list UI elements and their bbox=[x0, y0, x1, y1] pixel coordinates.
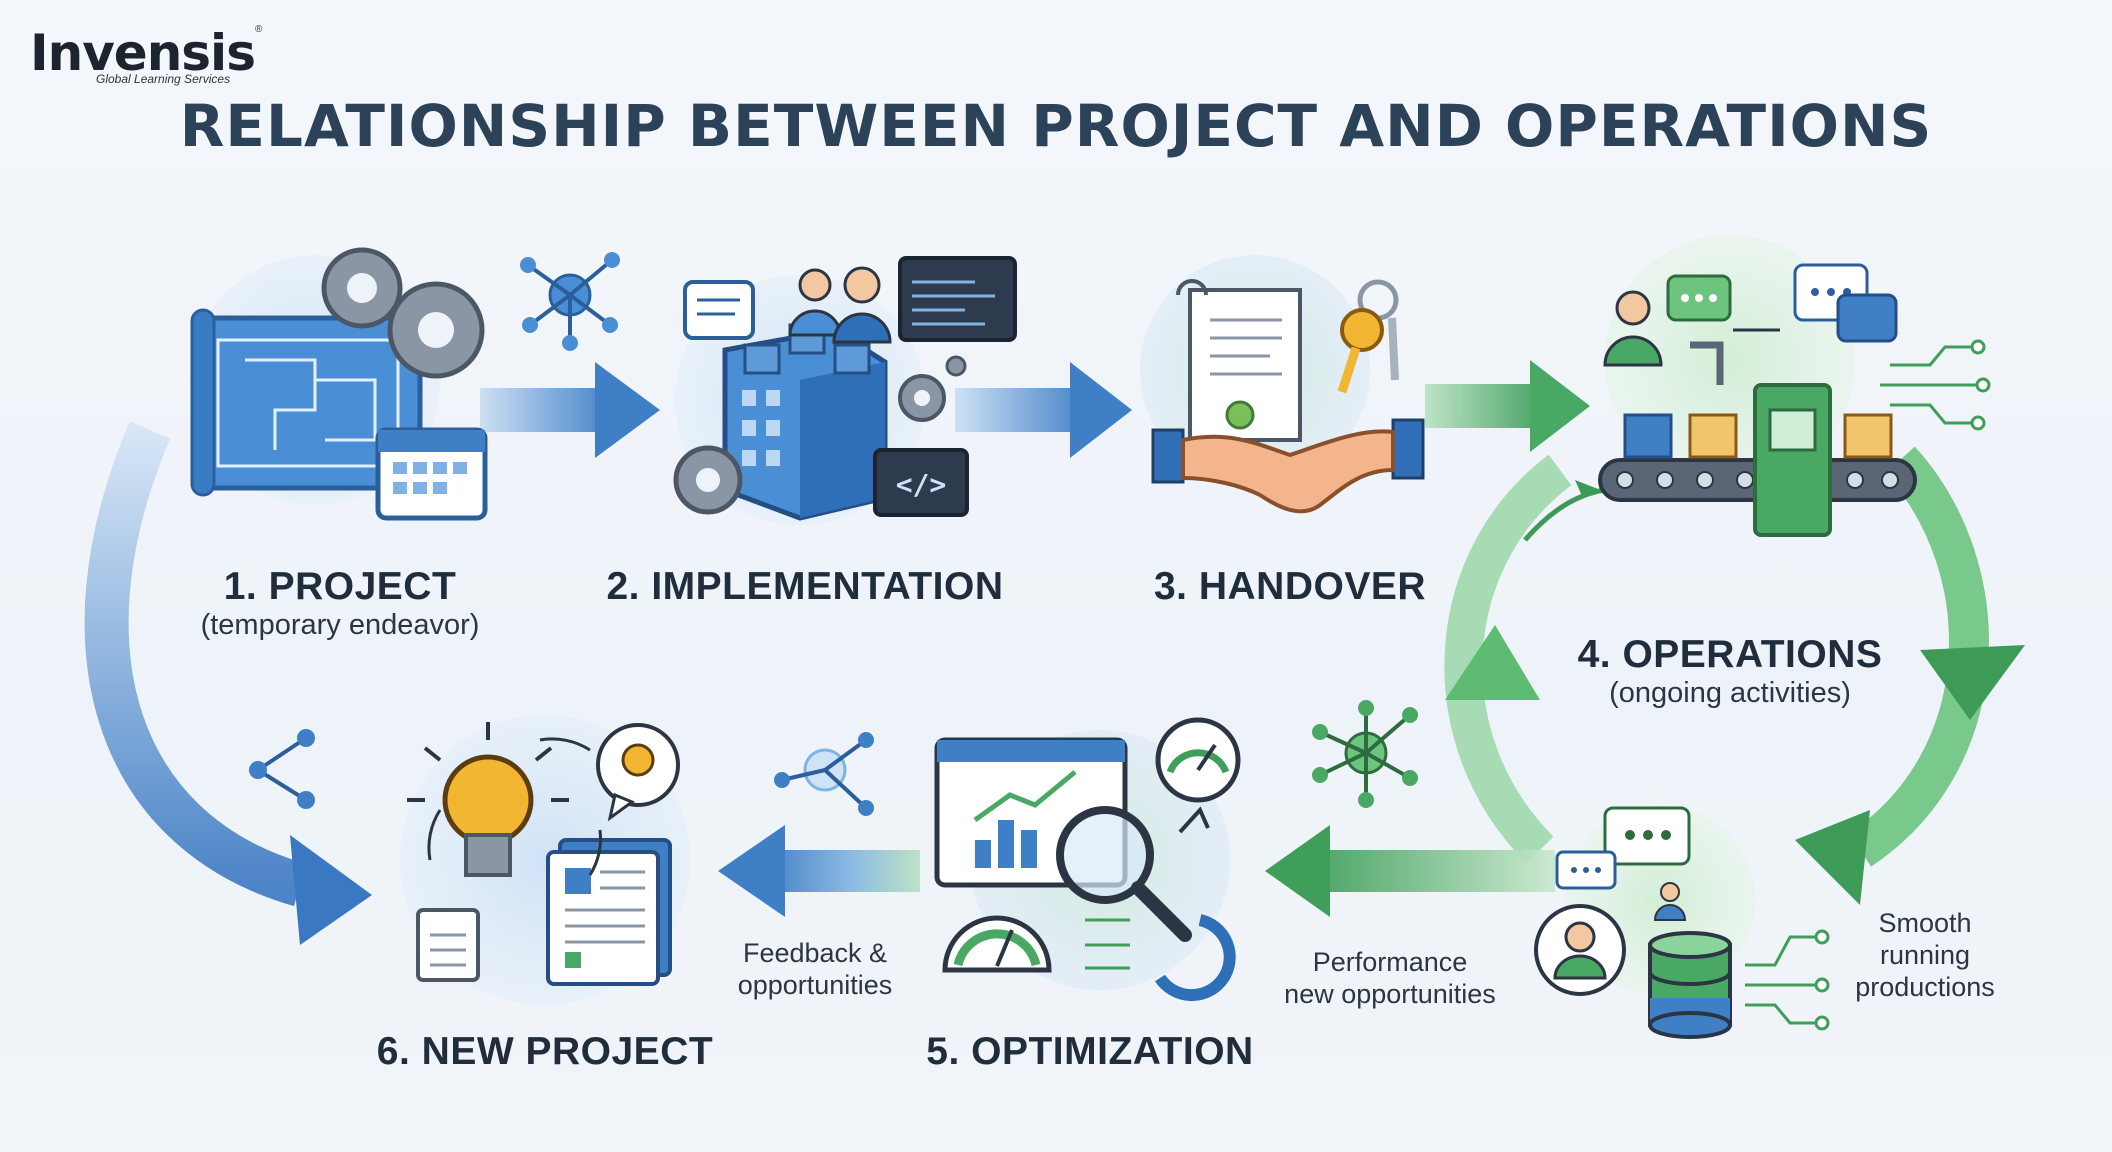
lightbulb-icon bbox=[407, 722, 569, 877]
handshake-icon bbox=[1151, 418, 1425, 514]
document-icon bbox=[1176, 279, 1302, 442]
feedback-note-line-1: Feedback & bbox=[742, 938, 888, 968]
database-icon bbox=[1648, 931, 1732, 1039]
performance-note: Performance new opportunities bbox=[1250, 946, 1530, 1010]
logo-tagline: Global Learning Services bbox=[96, 72, 231, 86]
calendar-icon bbox=[375, 427, 488, 521]
conveyor-belt-icon bbox=[1598, 341, 1917, 537]
operations-cycle-ring bbox=[1444, 446, 2025, 905]
step-3-title: 3. HANDOVER bbox=[1153, 565, 1427, 608]
building-icon bbox=[722, 323, 888, 521]
step-1-title: 1. PROJECT bbox=[223, 565, 457, 608]
smooth-note-line-2: running bbox=[1879, 940, 1971, 970]
step-2-label: 2. IMPLEMENTATION bbox=[590, 565, 1020, 609]
performance-note-line-1: Performance bbox=[1312, 947, 1468, 977]
step-6-title: 6. NEW PROJECT bbox=[376, 1030, 714, 1073]
circuit-icon bbox=[1745, 929, 1830, 1031]
step-4-title: 4. OPERATIONS bbox=[1577, 633, 1883, 676]
refresh-icon bbox=[1154, 806, 1236, 1002]
keys-icon bbox=[1337, 279, 1399, 394]
step-1-label: 1. PROJECT (temporary endeavor) bbox=[180, 565, 500, 642]
smooth-note-line-3: productions bbox=[1855, 972, 1995, 1002]
share-icon bbox=[249, 729, 315, 809]
smooth-running-note: Smooth running productions bbox=[1830, 907, 2020, 1003]
performance-note-line-2: new opportunities bbox=[1284, 979, 1496, 1009]
chat-note-icon bbox=[683, 280, 755, 340]
gear-icon bbox=[673, 355, 967, 515]
flow-arrow-optimization-to-new-project bbox=[718, 825, 920, 917]
network-icon bbox=[1312, 700, 1418, 808]
flow-arrow-handover-to-operations bbox=[1425, 360, 1590, 452]
step-4-label: 4. OPERATIONS (ongoing activities) bbox=[1560, 633, 1900, 710]
flow-arrow-implementation-to-handover bbox=[955, 362, 1132, 458]
flow-arrow-project-to-implementation bbox=[480, 362, 660, 458]
gear-icon bbox=[321, 247, 485, 379]
cycle-arrows-icon bbox=[427, 737, 602, 876]
logo-registered-mark: ® bbox=[254, 24, 263, 35]
worker-icon bbox=[1603, 290, 1663, 367]
logo-brand: Invensis bbox=[30, 24, 256, 82]
page-title: RELATIONSHIP BETWEEN PROJECT AND OPERATI… bbox=[179, 92, 1933, 160]
documents-icon bbox=[416, 838, 672, 986]
flow-arrow-operations-to-optimization bbox=[1265, 825, 1555, 917]
network-icon bbox=[774, 732, 874, 816]
chat-bubble-icon bbox=[1555, 806, 1691, 890]
smooth-note-line-1: Smooth bbox=[1878, 908, 1972, 938]
circuit-icon bbox=[1880, 339, 1991, 431]
checklist-icon bbox=[1085, 918, 1130, 970]
blueprint-icon bbox=[190, 308, 423, 497]
user-icon bbox=[1534, 882, 1687, 996]
step-6-label: 6. NEW PROJECT bbox=[360, 1030, 730, 1074]
feedback-note-line-2: opportunities bbox=[737, 970, 893, 1000]
team-icon bbox=[788, 266, 892, 344]
svg-text:</>: </> bbox=[896, 468, 947, 501]
step-3-label: 3. HANDOVER bbox=[1120, 565, 1460, 609]
step-1-subtitle: (temporary endeavor) bbox=[200, 609, 480, 641]
step-2-title: 2. IMPLEMENTATION bbox=[606, 565, 1004, 608]
gauge-icon bbox=[942, 717, 1241, 973]
step-5-label: 5. OPTIMIZATION bbox=[900, 1030, 1280, 1074]
network-icon bbox=[520, 252, 620, 351]
chat-bubble-icon bbox=[1666, 263, 1898, 343]
invensis-logo: Invensis® Global Learning Services bbox=[30, 24, 263, 86]
magnifier-icon bbox=[1056, 806, 1192, 942]
feedback-note: Feedback & opportunities bbox=[700, 937, 930, 1001]
loop-arrow-project-to-new-project bbox=[84, 421, 372, 945]
step-5-title: 5. OPTIMIZATION bbox=[926, 1030, 1254, 1073]
code-window-icon: </> bbox=[873, 256, 1017, 517]
step-4-subtitle: (ongoing activities) bbox=[1609, 677, 1851, 709]
idea-bubble-icon bbox=[596, 723, 680, 822]
